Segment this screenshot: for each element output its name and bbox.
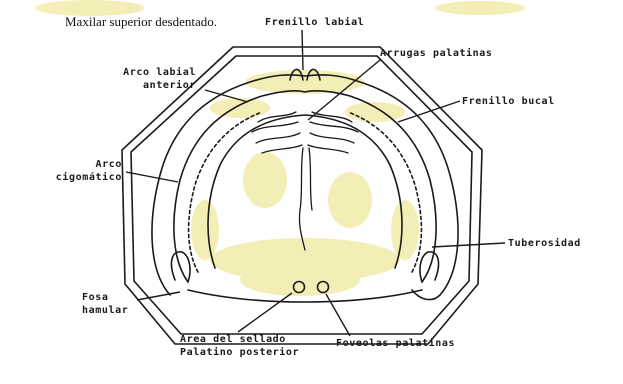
label-fosa-hamular-line2: hamular <box>82 304 128 317</box>
figure-title: Maxilar superior desdentado. <box>65 14 217 30</box>
label-foveolas-palatinas: Foveolas palatinas <box>336 337 455 350</box>
label-arco-cigomatico-line2: cigomático <box>50 171 122 184</box>
label-frenillo-labial: Frenillo labial <box>265 16 364 29</box>
label-area-sellado-line1: Area del sellado <box>180 333 299 346</box>
palatal-rugae <box>252 112 358 153</box>
label-arco-cigomatico-line1: Arco <box>50 158 122 171</box>
median-raphe <box>299 148 305 250</box>
label-area-sellado-line2: Palatino posterior <box>180 346 299 359</box>
label-frenillo-bucal: Frenillo bucal <box>462 95 555 108</box>
highlighter-marks <box>35 0 525 296</box>
label-fosa-hamular: Fosa hamular <box>82 291 128 317</box>
label-arco-labial-line2: anterior <box>108 79 196 92</box>
label-fosa-hamular-line1: Fosa <box>82 291 128 304</box>
label-arco-labial-line1: Arco labial <box>108 66 196 79</box>
median-raphe-2 <box>309 148 312 210</box>
label-arco-labial-anterior: Arco labial anterior <box>108 66 196 92</box>
label-area-sellado: Area del sellado Palatino posterior <box>180 333 299 359</box>
label-arco-cigomatico: Arco cigomático <box>50 158 122 184</box>
label-arrugas-palatinas: Arrugas palatinas <box>380 47 493 60</box>
label-tuberosidad: Tuberosidad <box>508 237 581 250</box>
